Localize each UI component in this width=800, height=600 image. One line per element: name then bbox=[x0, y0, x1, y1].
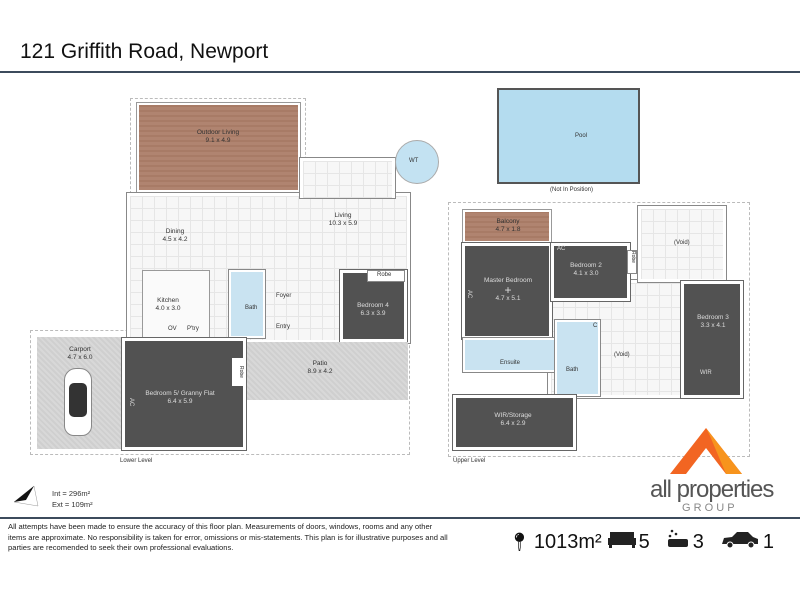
logo-sub: G R O U P bbox=[682, 502, 735, 514]
pool bbox=[497, 88, 640, 184]
bed-icon bbox=[607, 530, 636, 554]
logo-name: all properties bbox=[650, 476, 774, 503]
void-lower-label: (Void) bbox=[614, 352, 630, 358]
bathrooms-count: 3 bbox=[692, 530, 704, 553]
map-pin-icon: 📍︎ bbox=[508, 531, 531, 552]
void-top-label: (Void) bbox=[674, 240, 690, 246]
upper-bath-label: Bath bbox=[566, 367, 579, 373]
master-ac-label: AC bbox=[466, 290, 472, 299]
cupboard-label: C bbox=[593, 323, 598, 329]
foyer-label: Foyer bbox=[276, 293, 292, 299]
pool-label: Pool bbox=[575, 133, 588, 139]
bedroom-3 bbox=[681, 281, 743, 398]
bedroom-5 bbox=[122, 338, 246, 450]
int-area: Int = 296m² bbox=[52, 489, 91, 498]
north-arrow-icon bbox=[13, 485, 39, 507]
car-icon bbox=[64, 368, 92, 436]
lower-bath bbox=[229, 270, 265, 338]
pool-note: (Not In Position) bbox=[550, 187, 594, 193]
bedroom-4 bbox=[340, 270, 407, 342]
master-bedroom-label: Master Bedroom+4.7 x 5.1 bbox=[483, 277, 533, 302]
land-area: 1013m² bbox=[533, 530, 602, 553]
kitchen bbox=[142, 270, 210, 338]
bedroom-2 bbox=[551, 243, 630, 301]
outdoor-living bbox=[137, 103, 300, 192]
void-top bbox=[638, 206, 726, 282]
lower-level-label: Lower Level bbox=[120, 458, 153, 464]
wir-storage bbox=[453, 395, 576, 450]
footer-divider bbox=[0, 517, 800, 519]
upper-level-label: Upper Level bbox=[453, 458, 486, 464]
entry-label: Entry bbox=[276, 324, 291, 330]
robe-label: Robe bbox=[377, 272, 392, 278]
upper-robe: Robe bbox=[627, 250, 637, 274]
master-bedroom bbox=[462, 243, 552, 339]
patio bbox=[245, 342, 408, 400]
pantry-label: P'try bbox=[187, 326, 199, 332]
disclaimer: All attempts have been made to ensure th… bbox=[8, 522, 448, 552]
living-north bbox=[300, 158, 395, 198]
property-stats: 📍︎1013m² 5 3 1 bbox=[508, 528, 774, 556]
ensuite bbox=[463, 338, 556, 372]
robe bbox=[367, 270, 405, 282]
logo-mark bbox=[670, 428, 742, 474]
ac-label: AC bbox=[128, 398, 134, 407]
bedrooms-count: 5 bbox=[638, 530, 650, 553]
robe-2: Robe bbox=[232, 358, 244, 386]
bath-icon bbox=[666, 528, 690, 556]
upper-outline bbox=[448, 202, 750, 457]
car-spaces-count: 1 bbox=[762, 530, 775, 553]
car-icon bbox=[720, 530, 760, 554]
oven-label: OV bbox=[168, 326, 177, 332]
header-divider bbox=[0, 71, 800, 73]
page-title: 121 Griffith Road, Newport bbox=[20, 40, 269, 63]
ensuite-label: Ensuite bbox=[500, 360, 521, 366]
water-tank bbox=[395, 140, 439, 184]
wir-label: WIR bbox=[700, 370, 712, 376]
upper-bath bbox=[555, 320, 600, 396]
bath-label: Bath bbox=[245, 305, 258, 311]
water-tank-label: WT bbox=[409, 158, 419, 164]
bedroom-2-ac-label: AC bbox=[557, 246, 566, 252]
balcony bbox=[463, 210, 551, 243]
ext-area: Ext = 109m² bbox=[52, 500, 93, 509]
